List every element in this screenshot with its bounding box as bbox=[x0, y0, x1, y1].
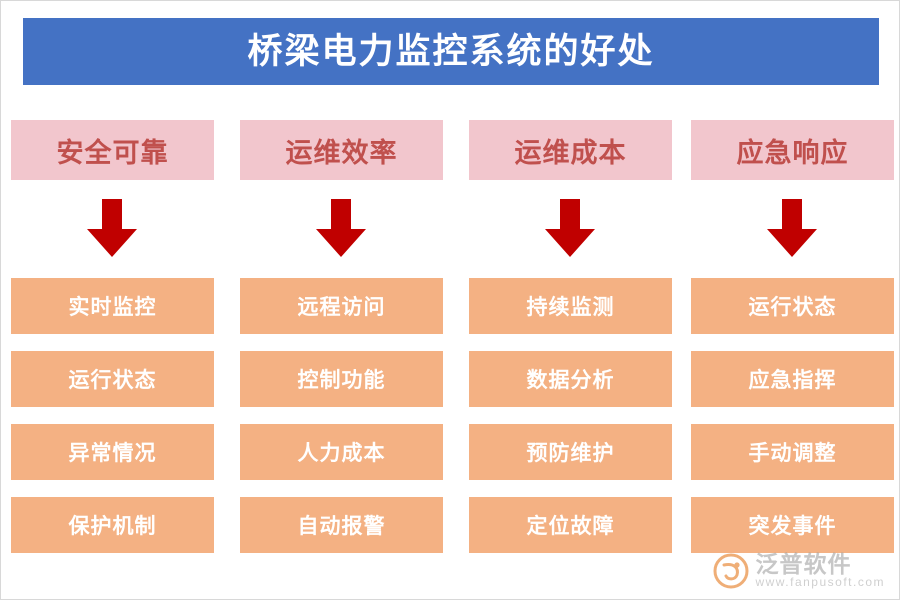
item-label: 保护机制 bbox=[68, 515, 157, 538]
column-header-label: 应急响应 bbox=[736, 137, 849, 168]
item-label: 数据分析 bbox=[526, 369, 615, 392]
item-label: 预防维护 bbox=[526, 442, 615, 465]
logo-text-group: 泛普软件 www.fanpusoft.com bbox=[755, 552, 885, 589]
item-box: 自动报警 bbox=[240, 497, 443, 553]
item-box: 数据分析 bbox=[469, 351, 672, 407]
item-label: 异常情况 bbox=[68, 442, 157, 465]
item-box: 异常情况 bbox=[11, 424, 214, 480]
column-header-3: 运维成本 bbox=[469, 120, 672, 180]
title-banner: 桥梁电力监控系统的好处 bbox=[23, 18, 879, 85]
item-label: 实时监控 bbox=[68, 296, 157, 319]
fanpu-logo-icon bbox=[713, 553, 749, 589]
column-header-label: 安全可靠 bbox=[56, 137, 169, 168]
item-box: 运行状态 bbox=[11, 351, 214, 407]
item-box: 预防维护 bbox=[469, 424, 672, 480]
item-box: 运行状态 bbox=[691, 278, 894, 334]
item-label: 手动调整 bbox=[748, 442, 837, 465]
logo-name-en: www.fanpusoft.com bbox=[755, 575, 885, 590]
watermark-logo: 泛普软件 www.fanpusoft.com bbox=[713, 552, 885, 589]
down-arrow-icon bbox=[765, 199, 819, 259]
item-label: 应急指挥 bbox=[748, 369, 837, 392]
item-label: 自动报警 bbox=[297, 515, 386, 538]
item-label: 人力成本 bbox=[297, 442, 386, 465]
down-arrow-icon bbox=[85, 199, 139, 259]
item-label: 突发事件 bbox=[748, 515, 837, 538]
item-box: 持续监测 bbox=[469, 278, 672, 334]
item-box: 控制功能 bbox=[240, 351, 443, 407]
down-arrow-icon bbox=[314, 199, 368, 259]
item-label: 持续监测 bbox=[526, 296, 615, 319]
column-header-label: 运维效率 bbox=[285, 137, 398, 168]
item-label: 运行状态 bbox=[68, 369, 157, 392]
item-box: 应急指挥 bbox=[691, 351, 894, 407]
item-box: 突发事件 bbox=[691, 497, 894, 553]
item-label: 远程访问 bbox=[297, 296, 386, 319]
item-label: 定位故障 bbox=[526, 515, 615, 538]
item-label: 运行状态 bbox=[748, 296, 837, 319]
item-label: 控制功能 bbox=[297, 369, 386, 392]
item-box: 实时监控 bbox=[11, 278, 214, 334]
column-header-2: 运维效率 bbox=[240, 120, 443, 180]
column-header-4: 应急响应 bbox=[691, 120, 894, 180]
item-box: 保护机制 bbox=[11, 497, 214, 553]
logo-name-cn: 泛普软件 bbox=[755, 551, 852, 578]
item-box: 人力成本 bbox=[240, 424, 443, 480]
item-box: 远程访问 bbox=[240, 278, 443, 334]
item-box: 定位故障 bbox=[469, 497, 672, 553]
item-box: 手动调整 bbox=[691, 424, 894, 480]
column-header-1: 安全可靠 bbox=[11, 120, 214, 180]
page-title: 桥梁电力监控系统的好处 bbox=[247, 32, 655, 71]
down-arrow-icon bbox=[543, 199, 597, 259]
column-header-label: 运维成本 bbox=[514, 137, 627, 168]
